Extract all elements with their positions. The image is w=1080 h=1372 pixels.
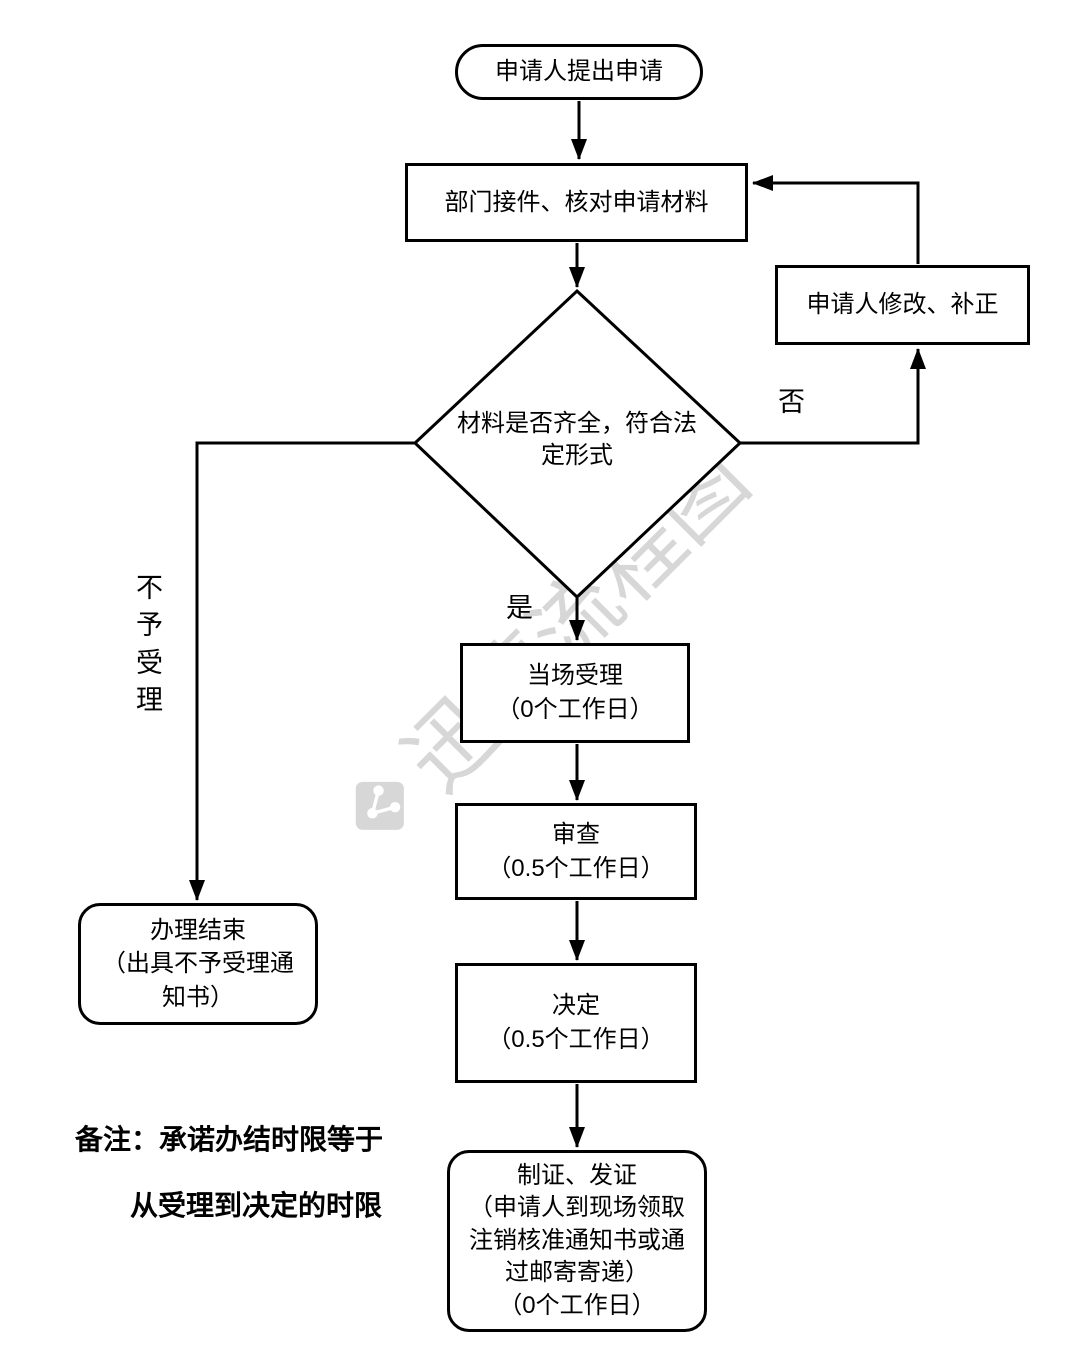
- watermark: 迅捷流程图: [308, 413, 771, 876]
- node-accept-on-spot: 当场受理 （0个工作日）: [460, 643, 690, 743]
- edge-decision-no-to-modify: [740, 348, 926, 445]
- edge-label-no: 否: [778, 387, 805, 417]
- node-start: 申请人提出申请: [455, 44, 703, 100]
- decision-diamond-shape: [412, 288, 743, 600]
- node-decide: 决定 （0.5个工作日）: [455, 963, 697, 1083]
- node-issue-certificate: 制证、发证 （申请人到现场领取 注销核准通知书或通 过邮寄寄递） （0个工作日）: [447, 1150, 707, 1332]
- node-receive-materials: 部门接件、核对申请材料: [405, 163, 748, 242]
- edge-label-not-accepted: 不 予 受 理: [136, 573, 163, 715]
- note-line-1: 备注：承诺办结时限等于: [75, 1124, 384, 1155]
- note-line-2: 从受理到决定的时限: [130, 1190, 383, 1221]
- watermark-logo-icon: [327, 753, 432, 858]
- node-review: 审查 （0.5个工作日）: [455, 803, 697, 900]
- node-applicant-modify: 申请人修改、补正: [775, 265, 1030, 345]
- edge-modify-to-receive: [752, 175, 920, 264]
- edge-label-yes: 是: [506, 593, 533, 623]
- node-end-rejected: 办理结束 （出具不予受理通 知书）: [78, 903, 318, 1025]
- edge-decision-reject-to-end: [189, 441, 415, 901]
- node-decision-label: 材料是否齐全，符合法 定形式: [457, 410, 697, 470]
